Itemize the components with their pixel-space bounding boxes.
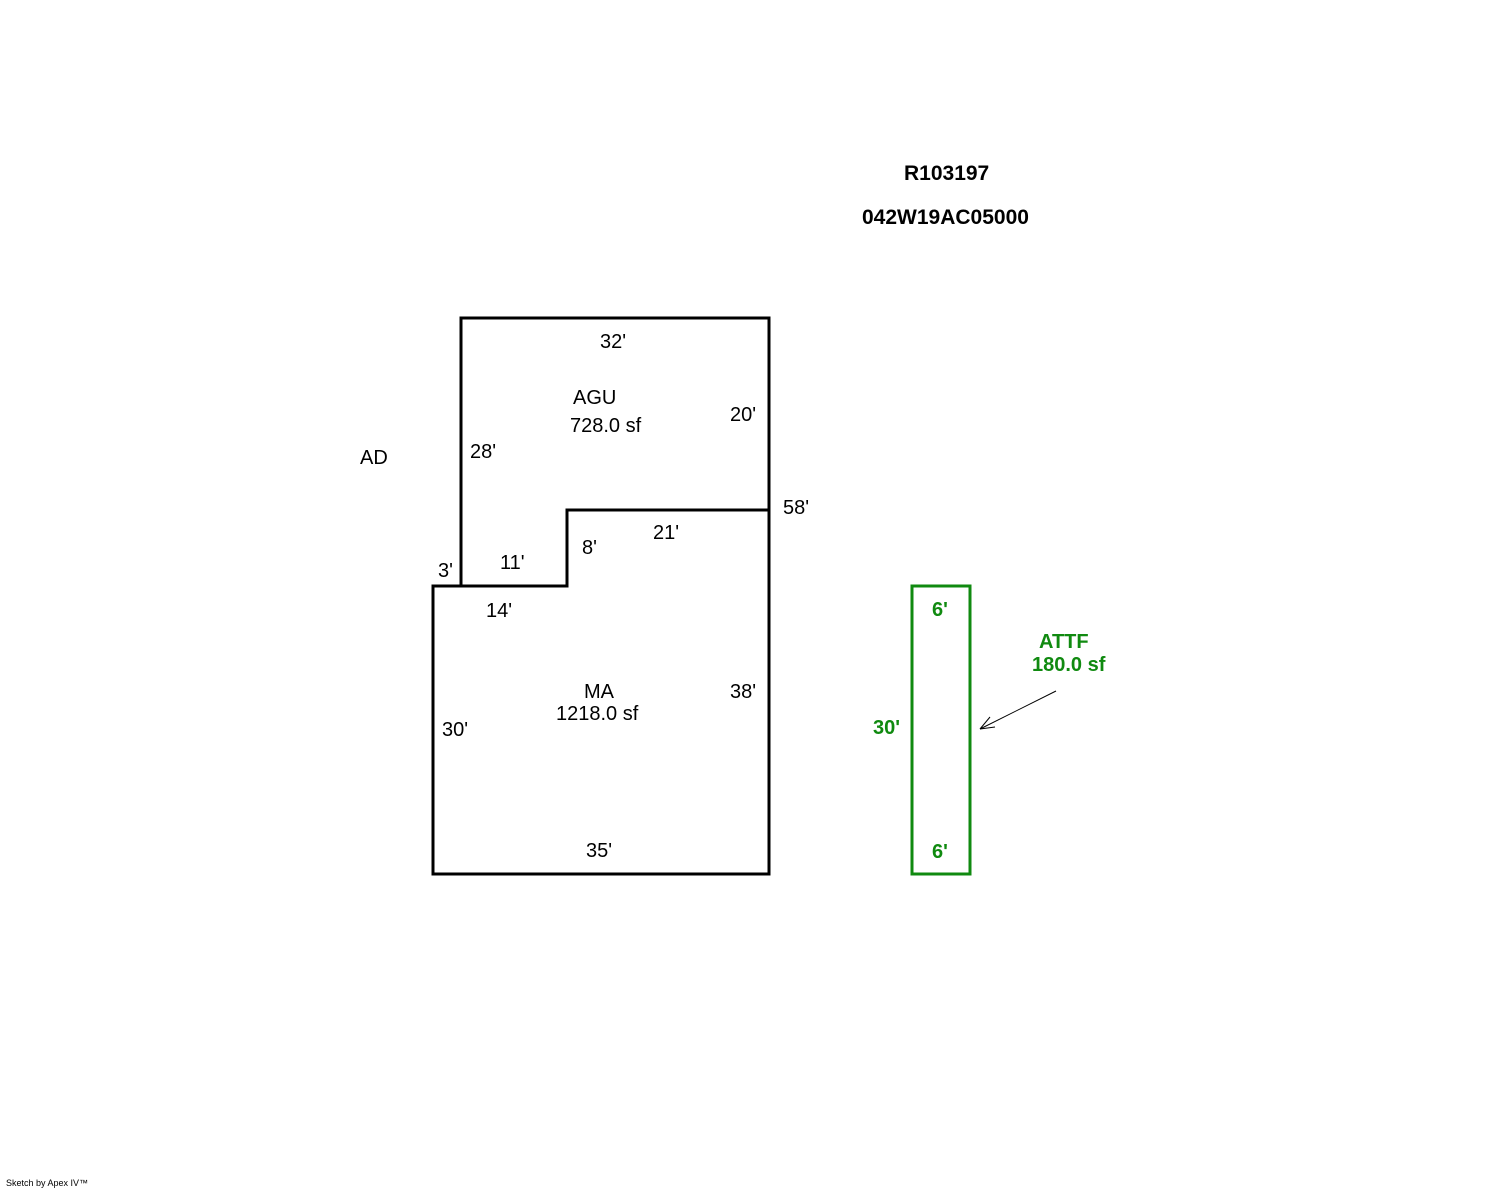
attf-top-dimension: 6' <box>932 599 948 621</box>
attf-left-dimension: 30' <box>873 717 900 739</box>
ma-top-dimension: 14' <box>486 600 512 622</box>
attf-leader-line <box>979 690 1057 730</box>
ma-code: MA <box>584 681 615 703</box>
ma-area: 1218.0 sf <box>556 703 639 725</box>
ad-code: AD <box>360 447 388 469</box>
attf-outline <box>910 584 972 876</box>
ma-right-dimension: 38' <box>730 681 756 703</box>
attf-leader-arrowhead-a <box>979 716 991 730</box>
ma-bottom-dimension: 35' <box>586 840 612 862</box>
parcel-id: R103197 <box>904 162 990 185</box>
attf-code: ATTF <box>1039 631 1089 653</box>
attf-bottom-dimension: 6' <box>932 841 948 863</box>
attf-area: 180.0 sf <box>1032 654 1106 676</box>
agu-inner-step-dimension: 8' <box>582 537 597 559</box>
agu-area: 728.0 sf <box>570 415 642 437</box>
software-credit: Sketch by Apex IV™ <box>6 1178 89 1188</box>
ma-step-dimension: 3' <box>438 560 453 582</box>
agu-ma-divider <box>461 508 769 588</box>
agu-top-dimension: 32' <box>600 331 626 353</box>
ma-left-dimension: 30' <box>442 719 468 741</box>
agu-right-dimension: 20' <box>730 404 756 426</box>
agu-code: AGU <box>573 387 616 409</box>
attf-leader-arrowhead-b <box>979 726 996 730</box>
map-number: 042W19AC05000 <box>862 206 1029 229</box>
agu-inner-bottom-dimension: 11' <box>500 552 525 574</box>
agu-inner-top-dimension: 21' <box>653 522 679 544</box>
overall-right-dimension: 58' <box>783 497 809 519</box>
agu-left-dimension: 28' <box>470 441 496 463</box>
